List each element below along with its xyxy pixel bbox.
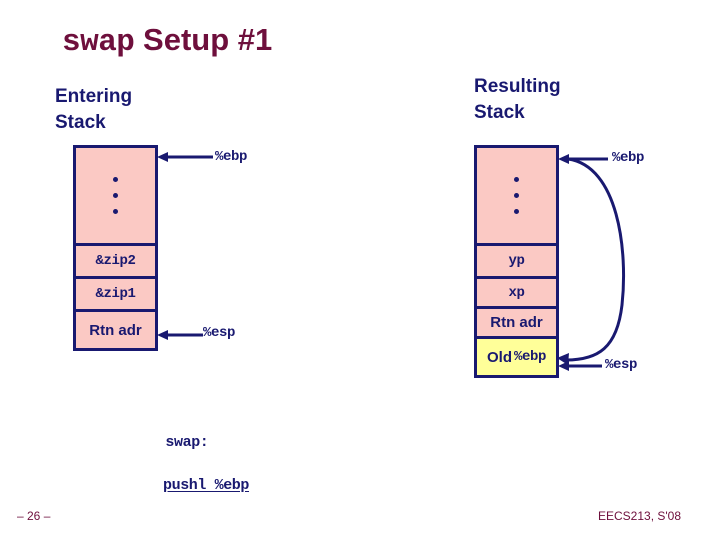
register-label-ebp-resulting: %ebp xyxy=(612,150,645,166)
footer-course-label: EECS213, S'08 xyxy=(598,509,682,523)
stack-cell-ellipsis xyxy=(76,148,155,243)
code-line-pushl-ebp: pushl %ebp xyxy=(163,476,250,494)
footer-page-number: – 26 – xyxy=(17,509,51,523)
ellipsis-dot xyxy=(514,193,519,198)
old-ebp-word: Old xyxy=(486,348,512,366)
entering-stack-diagram: &zip2 &zip1 Rtn adr xyxy=(73,145,158,351)
esp-arrow-entering xyxy=(157,330,203,340)
assembly-code-block: swap: pushl %ebp movl %esp,%ebp pushl %e… xyxy=(131,411,283,540)
old-ebp-register: %ebp xyxy=(513,349,546,365)
stack-cell-zip2: &zip2 xyxy=(76,243,155,276)
ellipsis-dot xyxy=(514,209,519,214)
code-line-label: swap: xyxy=(165,434,209,452)
page-title: swap Setup #1 xyxy=(62,22,273,60)
stack-cell-xp: xp xyxy=(477,276,556,306)
stack-cell-ellipsis xyxy=(477,148,556,243)
ebp-arrow-entering xyxy=(157,152,213,162)
ellipsis-dot xyxy=(113,209,118,214)
entering-stack-heading: Entering Stack xyxy=(55,86,133,134)
stack-cell-old-ebp: Old%ebp xyxy=(477,336,556,375)
stack-cell-yp: yp xyxy=(477,243,556,276)
stack-cell-zip1: &zip1 xyxy=(76,276,155,309)
resulting-stack-diagram: yp xp Rtn adr Old%ebp xyxy=(474,145,559,378)
stack-cell-rtn-adr: Rtn adr xyxy=(477,306,556,336)
register-label-ebp-entering: %ebp xyxy=(215,149,248,165)
page-title-mono: swap xyxy=(62,25,135,60)
ellipsis-dot xyxy=(514,177,519,182)
esp-arrow-resulting xyxy=(558,361,602,371)
ebp-arrow-resulting xyxy=(558,154,608,164)
resulting-stack-heading: Resulting Stack xyxy=(474,76,561,124)
page-title-sans: Setup #1 xyxy=(134,22,273,57)
register-label-esp-entering: %esp xyxy=(203,325,236,341)
ellipsis-dot xyxy=(113,177,118,182)
ellipsis-dot xyxy=(113,193,118,198)
register-label-esp-resulting: %esp xyxy=(605,357,638,373)
stack-cell-rtn-adr: Rtn adr xyxy=(76,309,155,348)
